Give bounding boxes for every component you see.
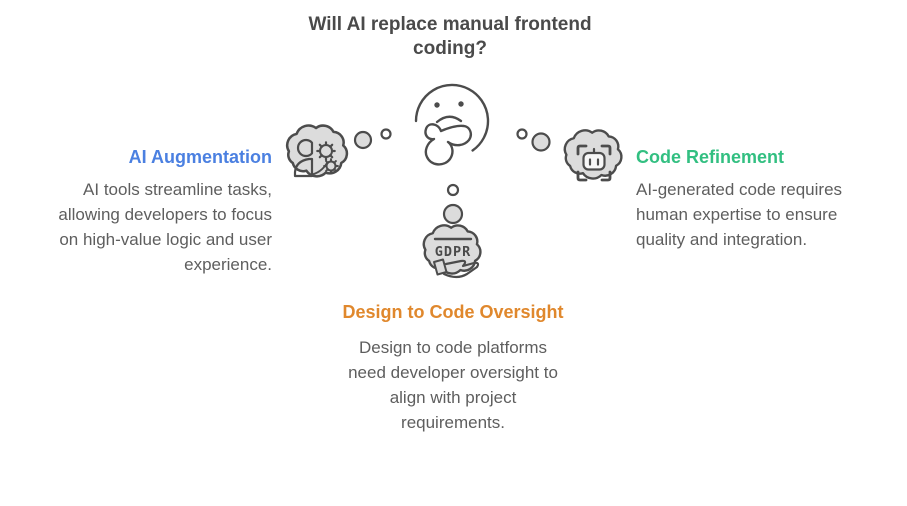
robot-head — [582, 151, 606, 171]
gear-swoosh — [309, 162, 328, 176]
thought-bubble-small — [446, 183, 460, 197]
thought-cloud-robot — [563, 129, 623, 182]
thinking-face-icon — [414, 83, 490, 166]
hand-cuff — [433, 258, 448, 276]
section-design-to-code-oversight: Design to Code Oversight Design to code … — [296, 301, 610, 435]
section-body-code-refinement: AI-generated code requires human experti… — [636, 180, 843, 249]
page-title: Will AI replace manual frontend coding? — [308, 14, 592, 59]
robot-scan-icon — [576, 144, 612, 182]
thought-bubble-trail-left — [353, 128, 392, 150]
face-left-eye — [434, 102, 440, 108]
section-code-refinement: Code Refinement AI-generated code requir… — [636, 146, 896, 252]
thought-bubble-trail-bottom — [442, 183, 464, 225]
thought-bubble-large — [531, 132, 551, 152]
person-body — [293, 157, 314, 178]
thought-cloud-developer — [285, 124, 349, 178]
face-outline — [414, 83, 490, 152]
thought-bubble-small — [516, 128, 528, 140]
thought-cloud-gdpr: GDPR — [422, 224, 482, 279]
section-body-design-to-code-oversight: Design to code platforms need developer … — [348, 338, 558, 432]
thought-bubble-large — [442, 203, 464, 225]
open-hand — [442, 259, 480, 279]
section-title-ai-augmentation: AI Augmentation — [128, 147, 272, 167]
thinking-hand — [424, 123, 472, 166]
section-ai-augmentation: AI Augmentation AI tools streamline task… — [16, 146, 272, 277]
gdpr-label: GDPR — [435, 244, 472, 260]
developer-gears-icon — [293, 138, 339, 178]
face-frown — [435, 115, 463, 124]
face-right-eye — [458, 101, 464, 107]
thought-bubble-trail-right — [516, 128, 551, 152]
section-title-code-refinement: Code Refinement — [636, 147, 785, 167]
scan-brackets — [576, 144, 612, 182]
section-body-ai-augmentation: AI tools streamline tasks, allowing deve… — [58, 180, 272, 274]
gear-large-teeth — [316, 141, 336, 161]
person-head — [296, 138, 314, 158]
thought-bubble-small — [380, 128, 392, 140]
robot-eyes — [588, 158, 600, 166]
gdpr-hand-icon: GDPR — [433, 237, 480, 279]
section-title-design-to-code-oversight: Design to Code Oversight — [342, 302, 564, 322]
thought-bubble-large — [353, 130, 373, 150]
